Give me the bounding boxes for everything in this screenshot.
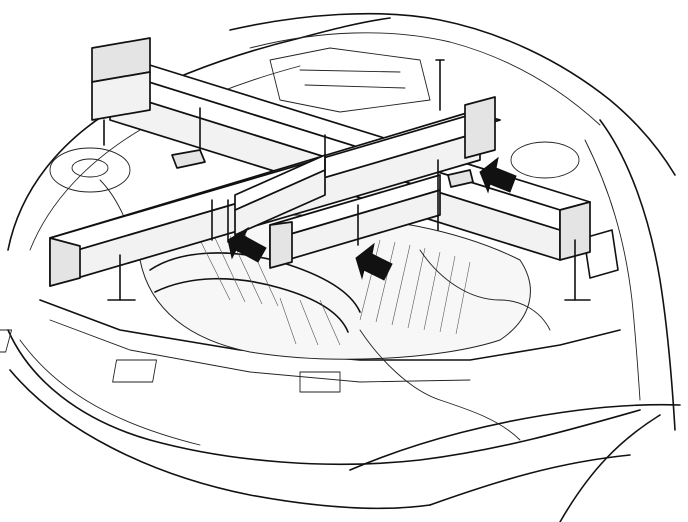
grille-block-mid (112, 359, 157, 383)
hose-2 (359, 329, 521, 441)
vehicle-body (0, 12, 681, 522)
intake-tube-lower (154, 277, 349, 333)
left-strut-cap (71, 158, 109, 178)
front-fascia (7, 329, 641, 466)
front-beam (269, 174, 441, 269)
left-strut-tower (49, 147, 131, 193)
arrow-callouts (227, 156, 517, 281)
right-component-box (583, 229, 619, 279)
front-bumper-edge (19, 339, 201, 446)
radiator-support (39, 299, 621, 361)
hood-rod (559, 414, 661, 522)
arrow-icon (479, 156, 517, 194)
right-strut-tower (510, 141, 580, 179)
bracket-right (447, 169, 474, 188)
arrow-icon (355, 242, 393, 281)
engine-hatching (199, 233, 471, 346)
cowl-inner (249, 32, 601, 126)
upper-bracket-detail (299, 69, 406, 89)
grille-block-left (0, 329, 13, 353)
support-legs (107, 107, 591, 301)
front-bumper-lower (9, 369, 431, 510)
radiator-support-lower (49, 319, 471, 383)
right-fender (599, 119, 676, 431)
hood-edge (349, 403, 681, 471)
bracket-left (171, 149, 206, 169)
cowl-line (229, 12, 676, 176)
engine-support-fixture (49, 37, 591, 301)
hose-1 (419, 249, 551, 331)
right-upright-block (435, 59, 496, 159)
left-upright-block (91, 37, 151, 146)
upper-bracket (269, 47, 431, 113)
hood-edge-lower (429, 454, 631, 506)
arrow-icon (227, 226, 267, 263)
right-fender-inner (584, 139, 641, 401)
grille-block-right (299, 371, 341, 393)
